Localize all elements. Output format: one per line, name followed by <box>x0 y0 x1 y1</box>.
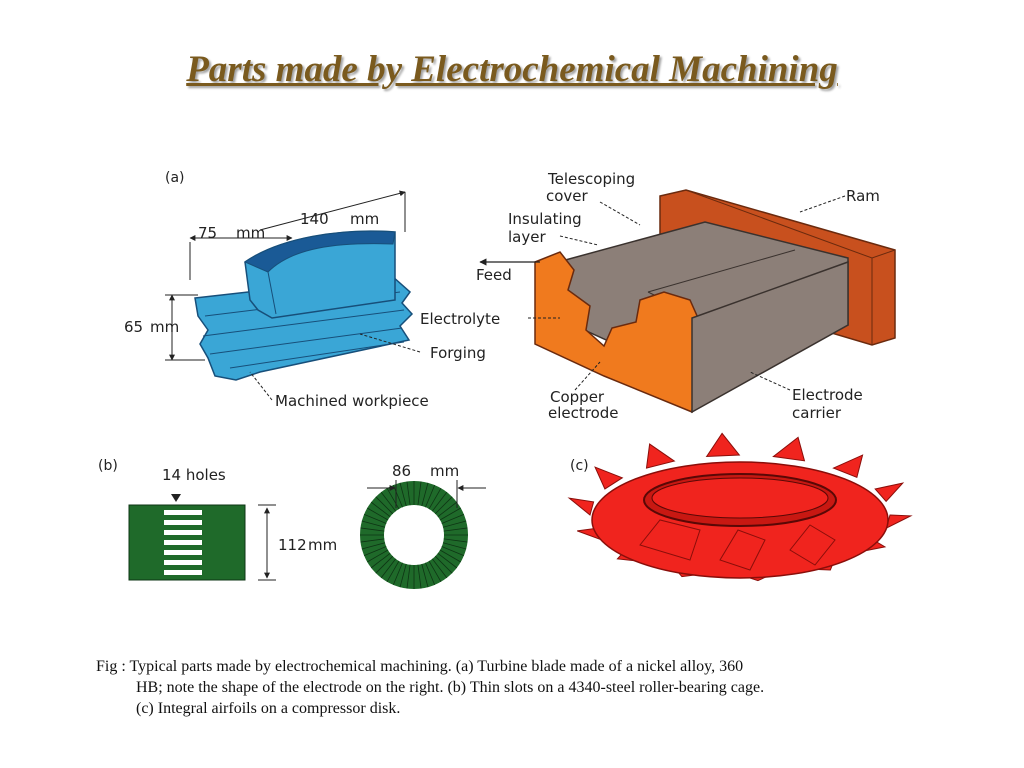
dim-140-unit: mm <box>350 210 379 228</box>
ring-tick <box>392 562 403 586</box>
ring-tick <box>361 520 386 528</box>
ring-tick <box>417 481 422 506</box>
figure-caption: Fig : Typical parts made by electrochemi… <box>96 656 936 719</box>
cage-slots <box>164 510 202 575</box>
ring-tick <box>399 482 407 507</box>
ring-tick <box>428 560 442 582</box>
airfoil-blade <box>832 454 864 479</box>
dim-140: 140 <box>300 210 329 228</box>
ecm-figure: (a) 75 mm 140 mm 65 mm Forging Machined … <box>98 170 913 589</box>
label-a: (a) <box>165 170 185 186</box>
ring-tick <box>443 538 468 543</box>
dim-86: 86 <box>392 462 411 480</box>
label-forging: Forging <box>430 344 486 362</box>
ring-tick <box>441 546 465 557</box>
dim-86-unit: mm <box>430 462 459 480</box>
ring-tick <box>437 501 458 518</box>
cage-slot <box>164 570 202 575</box>
label-electrode: electrode <box>548 404 619 422</box>
ring-tick <box>367 507 389 521</box>
ring-tick <box>380 491 397 512</box>
caption-line-1: Fig : Typical parts made by electrochemi… <box>96 658 744 675</box>
airfoil-blade <box>705 432 741 458</box>
label-cover: cover <box>546 187 589 205</box>
ring-tick <box>431 491 448 512</box>
ring-tick <box>425 484 436 508</box>
ring-tick <box>386 488 400 510</box>
ring-tick <box>399 563 407 588</box>
cage-slot <box>164 510 202 515</box>
label-layer: layer <box>508 228 546 246</box>
ring-tick <box>417 564 422 589</box>
ring-tick <box>431 558 448 579</box>
ring-tick <box>441 513 465 524</box>
ring-tick <box>421 563 429 588</box>
label-electrolyte: Electrolyte <box>420 310 500 328</box>
ring-tick <box>360 538 385 543</box>
airfoil-blade <box>594 466 624 490</box>
compressor-disk <box>567 432 913 582</box>
copper-electrode <box>534 251 699 414</box>
electrode-assembly <box>479 189 896 414</box>
ring-tick <box>439 507 461 521</box>
caption-line-3: (c) Integral airfoils on a compressor di… <box>136 700 401 717</box>
ring-tick <box>443 527 468 532</box>
dim-65-unit: mm <box>150 318 179 336</box>
dim-75: 75 <box>198 224 217 242</box>
slide-title: Parts made by Electrochemical Machining <box>186 49 838 90</box>
dim-75-unit: mm <box>236 224 265 242</box>
dim-65: 65 <box>124 318 143 336</box>
ring-tick <box>360 527 385 532</box>
cage-slot <box>164 540 202 545</box>
ring-tick <box>380 558 397 579</box>
blade-top-dark <box>243 230 396 273</box>
cage-section <box>128 504 246 581</box>
ring-tick <box>370 501 391 518</box>
cage-slot <box>164 530 202 535</box>
cage-slot <box>164 520 202 525</box>
dim-112-unit: mm <box>308 536 337 554</box>
ring-tick <box>370 552 391 569</box>
ring-tick <box>442 520 467 528</box>
dim-112: 112 <box>278 536 307 554</box>
cage-ring <box>360 481 468 589</box>
airfoil-blade <box>772 436 806 462</box>
label-telescoping: Telescoping <box>547 170 635 188</box>
airfoil-blade <box>567 497 595 516</box>
ring-tick <box>437 552 458 569</box>
ring-tick <box>421 482 429 507</box>
ring-tick <box>428 488 442 510</box>
label-b: (b) <box>98 458 118 474</box>
ring-tick <box>363 513 387 524</box>
ring-tick <box>386 560 400 582</box>
ring-tick <box>375 496 394 515</box>
ring-tick <box>363 546 387 557</box>
cage-slot <box>164 560 202 565</box>
ring-tick <box>442 542 467 550</box>
label-feed: Feed <box>476 266 512 284</box>
ring-tick <box>434 496 453 515</box>
label-electrode-cap: Electrode <box>792 386 863 404</box>
ring-tick <box>361 542 386 550</box>
label-machined-workpiece: Machined workpiece <box>275 392 429 410</box>
airfoil-blade <box>645 443 676 469</box>
label-copper: Copper <box>550 388 605 406</box>
ring-tick <box>367 549 389 563</box>
ring-tick <box>434 555 453 574</box>
ring-tick <box>406 564 411 589</box>
ring-tick <box>406 481 411 506</box>
caption-line-2: HB; note the shape of the electrode on t… <box>136 679 765 696</box>
ring-tick <box>439 549 461 563</box>
ring-tick <box>425 562 436 586</box>
label-carrier: carrier <box>792 404 842 422</box>
ring-tick <box>375 555 394 574</box>
label-insulating: Insulating <box>508 210 582 228</box>
airfoil-blade <box>885 514 913 530</box>
cage-slot <box>164 550 202 555</box>
label-holes: 14 holes <box>162 466 226 484</box>
airfoil-blade <box>874 482 905 503</box>
label-ram: Ram <box>846 187 880 205</box>
label-c: (c) <box>570 458 589 474</box>
turbine-blade <box>165 190 421 401</box>
